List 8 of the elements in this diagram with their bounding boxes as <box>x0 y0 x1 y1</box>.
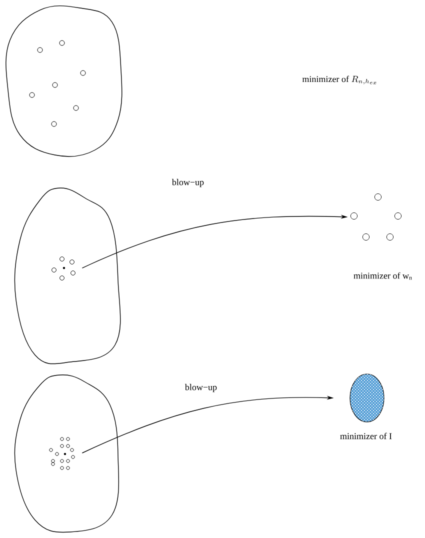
node-label: minimizer of w$_{n}$ <box>354 272 412 280</box>
vortex-points <box>52 256 76 280</box>
label: $\mbox{minimizer of }R_{n,h_{ex}}$ <box>302 76 376 84</box>
vortex-points <box>49 437 75 470</box>
edge-label: blow−up <box>170 178 206 188</box>
edge-label: blow−up <box>184 382 218 394</box>
vortex-points <box>350 193 402 241</box>
node-label: minimizer of I <box>340 432 392 440</box>
